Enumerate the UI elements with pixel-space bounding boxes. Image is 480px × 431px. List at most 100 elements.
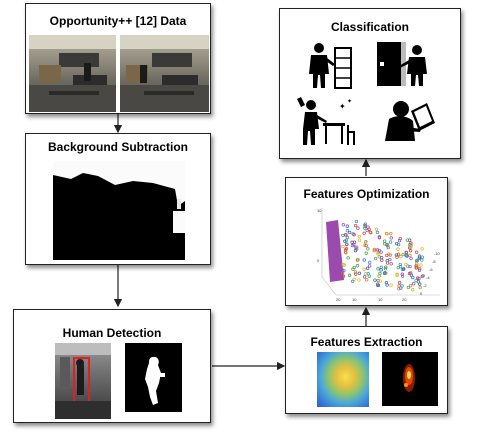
scatter-point [346,256,350,260]
scatter-point [394,253,399,257]
x-tick: 20 [336,297,341,302]
scatter-point [411,288,415,292]
human-detection-box: Human Detection [13,309,211,423]
x-tick: 10 [352,297,357,302]
person-opening-door-icon [377,42,427,86]
scatter-point [372,248,376,253]
y-tick: -8 [432,259,436,264]
scatter-point [354,272,358,276]
scatter-point [388,253,393,257]
scatter-point [397,239,402,243]
y-tick: 0 [420,291,423,296]
human-detection-title: Human Detection [62,326,162,340]
scatter-point [343,239,347,243]
scatter-point [345,224,349,228]
svg-text:✦: ✦ [339,102,346,111]
scatter-point [377,274,381,278]
scatter-point [376,252,380,256]
scatter-point [374,227,379,231]
scatter-point [401,252,405,257]
scatter-point [388,240,393,244]
extraction-thermal-map [382,352,438,406]
scatter-point [362,258,366,262]
scatter-point [404,262,408,267]
scatter-point [395,241,399,246]
scatter-point [405,254,409,258]
scatter-point [414,264,418,268]
scatter-point [383,267,388,271]
scatter-point [408,284,413,288]
scatter-point [420,274,424,279]
scatter-point [397,281,402,285]
scatter-point [362,231,366,235]
classification-title: Classification [330,20,410,34]
scatter-point [378,279,382,283]
scatter-point [414,278,418,283]
scatter-point [405,238,409,242]
scatter-point [376,267,380,271]
scatter-point [345,235,350,240]
y-tick: -10 [434,251,441,256]
scatter-point [378,271,382,276]
scatter-point [345,242,349,246]
background-subtraction-box: Background Subtraction [25,133,211,265]
scatter-point [406,264,410,268]
scatter-point [383,271,387,275]
classification-box: Classification ✦ ✦ [279,8,461,159]
scatter-point [389,262,393,266]
scatter-point [342,268,346,273]
scene-frame-2 [120,35,209,112]
scatter-point [362,275,367,279]
scatter-point [395,255,399,259]
scatter-point [362,243,367,247]
person-at-cabinet-icon [309,43,352,89]
scatter-point [409,243,413,247]
scatter-point [347,273,352,277]
scatter-point [407,271,412,276]
scatter-point [418,282,422,286]
scatter-point [344,247,349,251]
scatter-point [357,271,362,275]
scatter-point [356,258,360,262]
scatter-point [355,245,359,249]
scatter-point [352,242,356,247]
scatter-point [398,264,403,269]
z-tick: 10 [317,208,322,213]
scatter-point [356,226,360,230]
scatter-point [351,267,355,271]
scatter-point [417,256,421,261]
x-tick: 10 [378,297,383,302]
scatter-point [383,242,387,246]
scatter-point [373,256,378,261]
scatter-point [408,253,412,258]
scatter-point [341,262,345,267]
scatter-point [366,247,370,251]
background-subtraction-title: Background Subtraction [47,140,188,154]
scatter-point [368,264,372,268]
features-extraction-title: Features Extraction [310,335,423,349]
scatter-point [386,245,390,250]
scatter-point [357,278,361,282]
scatter-point [365,278,369,282]
scatter-point [400,274,405,278]
x-tick: 20 [402,297,407,302]
scatter-point [355,247,359,251]
scatter-point [345,229,350,233]
scatter-point [420,247,424,251]
scatter-point [415,262,419,266]
scatter-point [376,278,380,283]
scatter-point [409,256,413,261]
scatter-point [400,267,405,271]
z-tick: 0 [317,258,320,263]
scatter-point [364,243,368,248]
scatter-point [363,226,367,230]
scatter-point [388,257,392,262]
scatter-point [395,272,399,276]
scatter-point [368,230,372,234]
scatter-point [408,264,412,269]
scatter-point [385,253,389,258]
scatter-point [379,268,383,272]
features-optimization-title: Features Optimization [303,187,430,201]
scatter-point [398,262,402,267]
scatter-point [350,240,354,244]
